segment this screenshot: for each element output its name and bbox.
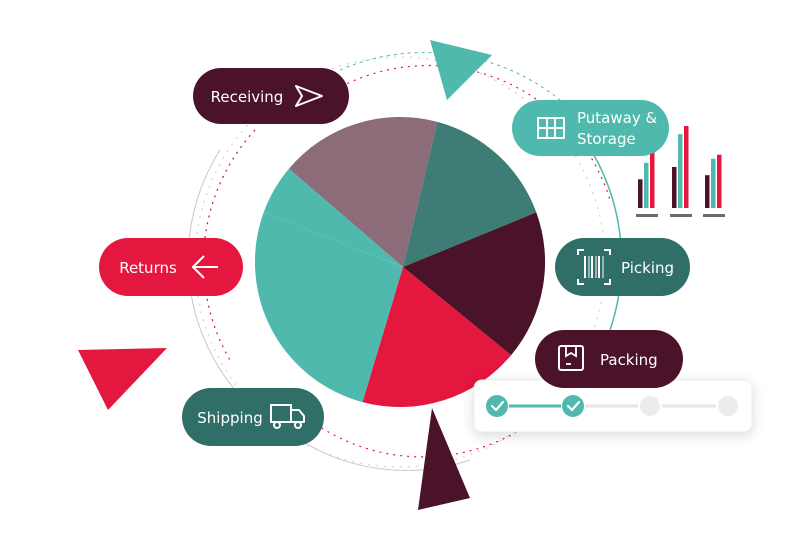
package-box-icon xyxy=(558,345,584,371)
packing-label: Packing xyxy=(600,351,658,369)
putaway-label-line1: Putaway & xyxy=(577,109,657,127)
barcode-scan-icon xyxy=(577,249,611,285)
receiving-label: Receiving xyxy=(211,88,284,106)
returns-label: Returns xyxy=(119,259,177,277)
progress-tracker xyxy=(486,395,738,417)
packing-step[interactable]: Packing xyxy=(535,330,683,388)
bar-icon-bar xyxy=(705,175,710,208)
pie-slice-teal xyxy=(254,212,403,403)
progress-step-complete xyxy=(562,395,584,417)
red-triangle-shape xyxy=(78,348,167,410)
bar-icon-baseline xyxy=(703,214,725,217)
receiving-pill xyxy=(193,68,349,124)
bar-icon-bar xyxy=(711,158,716,208)
receiving-step[interactable]: Receiving xyxy=(193,68,349,124)
progress-step-pending xyxy=(718,396,738,416)
returns-step[interactable]: Returns xyxy=(99,238,243,296)
shipping-pill xyxy=(182,388,324,446)
shipping-label: Shipping xyxy=(197,409,262,427)
progress-step-pending xyxy=(640,396,660,416)
packing-pill xyxy=(535,330,683,388)
bar-icon-bar xyxy=(678,134,683,208)
putaway-storage-step[interactable]: Putaway & Storage xyxy=(512,100,669,156)
bar-icon-baseline xyxy=(636,214,658,217)
checkmark-icon xyxy=(490,400,505,412)
putaway-label-line2: Storage xyxy=(577,130,636,148)
picking-step[interactable]: Picking xyxy=(555,238,690,296)
bar-icon-bar xyxy=(717,154,722,208)
bar-icon-bar xyxy=(644,162,649,208)
process-pie-chart xyxy=(254,116,546,408)
bar-icon-bar xyxy=(650,146,655,208)
arrow-left-icon xyxy=(192,255,218,279)
bar-icon-bar xyxy=(672,167,677,208)
top-red-dotted-arc xyxy=(334,64,611,201)
shipping-step[interactable]: Shipping xyxy=(182,388,324,446)
pie-slice-crimson xyxy=(362,267,512,408)
bar-chart-icon xyxy=(636,126,725,217)
progress-step-complete xyxy=(486,395,508,417)
pie-slice-mauve xyxy=(288,116,438,267)
send-arrow-icon xyxy=(295,85,323,107)
picking-label: Picking xyxy=(621,259,674,277)
returns-pill xyxy=(99,238,243,296)
pie-slice-dark-teal xyxy=(403,121,537,268)
teal-triangle-shape xyxy=(430,40,492,100)
bottom-red-dotted-arc xyxy=(309,419,521,458)
checkmark-icon xyxy=(566,400,581,412)
delivery-truck-icon xyxy=(270,404,305,429)
shelf-grid-icon xyxy=(537,117,565,139)
bar-icon-bar xyxy=(684,126,689,208)
maroon-triangle-shape xyxy=(418,408,470,510)
picking-pill xyxy=(555,238,690,296)
progress-card xyxy=(473,379,753,433)
bar-icon-bar xyxy=(638,179,643,208)
putaway-pill xyxy=(512,100,669,156)
pie-slice-maroon xyxy=(403,212,546,356)
bar-icon-baseline xyxy=(670,214,692,217)
pie-slice-teal-wrap xyxy=(263,168,403,267)
